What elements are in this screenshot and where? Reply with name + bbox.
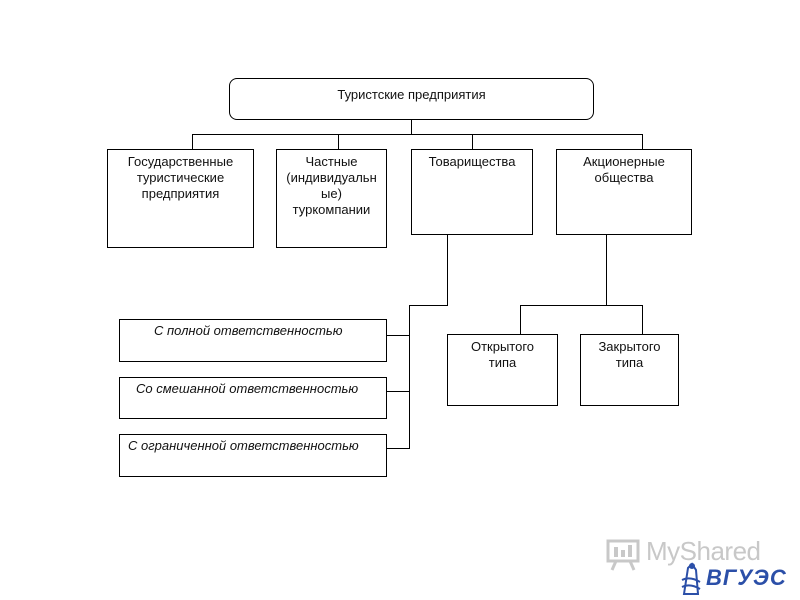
stem-joint-stock [642,134,643,149]
partnership-limited-label: С ограниченной ответственностью [128,438,359,453]
partnership-full-label: С полной ответственностью [154,323,343,338]
watermark-text: MyShared [646,536,761,566]
stem-closed [642,305,643,334]
category-joint-stock-label: Акционерные общества [583,154,665,185]
joint-stock-open-label: Открытого типа [470,339,535,370]
category-bus [192,134,643,135]
category-joint-stock: Акционерные общества [556,149,692,235]
joint-stock-open: Открытого типа [447,334,558,406]
category-partnerships-label: Товарищества [428,154,516,169]
joint-stock-bus [520,305,642,306]
partnerships-jog [409,305,448,306]
university-emblem-icon [681,562,701,595]
presentation-board-icon [606,539,640,571]
stem-partnerships [472,134,473,149]
stem-state [192,134,193,149]
joint-stock-closed-label: Закрытого типа [598,339,661,370]
link-mixed [387,391,410,392]
joint-stock-down [606,235,607,306]
partnerships-down [447,235,448,305]
root-node: Туристские предприятия [229,78,594,120]
partnership-full: С полной ответственностью [119,319,387,362]
joint-stock-closed: Закрытого типа [580,334,679,406]
category-state: Государственные туристические предприяти… [107,149,254,248]
university-logo-text: ВГУЭС [706,565,787,590]
link-full [387,335,410,336]
partnership-mixed: Со смешанной ответственностью [119,377,387,419]
partnerships-spine [409,305,410,449]
root-stem [411,120,412,134]
partnership-mixed-label: Со смешанной ответственностью [136,381,359,396]
category-partnerships: Товарищества [411,149,533,235]
category-private: Частные (индивидуальн ые) туркомпании [276,149,387,248]
link-limited [387,448,410,449]
category-state-label: Государственные туристические предприяти… [127,154,234,201]
stem-open [520,305,521,334]
partnership-limited: С ограниченной ответственностью [119,434,387,477]
root-label: Туристские предприятия [337,87,486,102]
stem-private [338,134,339,149]
category-private-label: Частные (индивидуальн ые) туркомпании [286,154,377,217]
